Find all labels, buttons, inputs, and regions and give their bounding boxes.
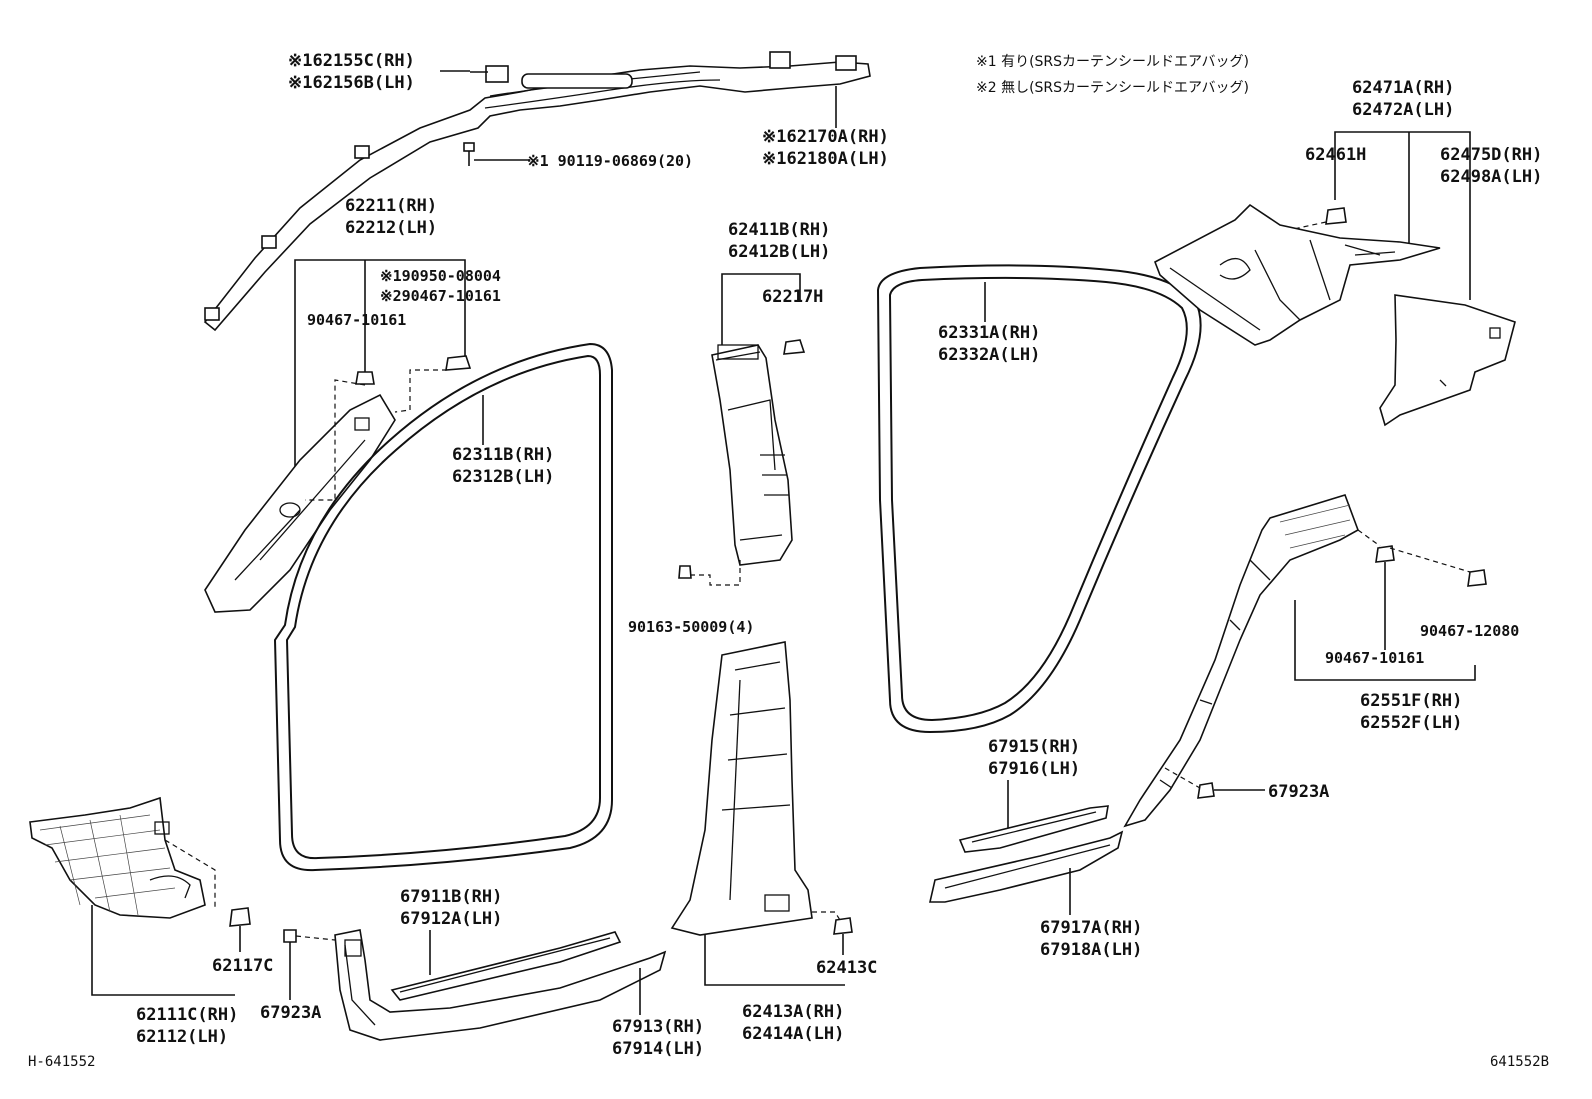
- label-62472a: 62472A(LH): [1352, 100, 1454, 120]
- curtain-shield-airbag[interactable]: [203, 51, 871, 332]
- label-67918a: 67918A(LH): [1040, 940, 1142, 960]
- label-90163-50009: 90163-50009(4): [628, 618, 754, 636]
- clip-67923a-front[interactable]: [283, 929, 297, 943]
- label-67917a: 67917A(RH): [1040, 918, 1142, 938]
- rear-door-scuff-garnish[interactable]: [928, 830, 1124, 903]
- bolt-90119[interactable]: [463, 142, 530, 166]
- clip-67923a-rear[interactable]: [1197, 782, 1215, 799]
- label-62412b: 62412B(LH): [728, 242, 830, 262]
- label-62311b: 62311B(RH): [452, 445, 554, 465]
- label-90467-12080: 90467-12080: [1420, 622, 1519, 640]
- label-62332a: 62332A(LH): [938, 345, 1040, 365]
- label-90467-10161: 90467-10161: [307, 311, 406, 329]
- label-62217h: 62217H: [762, 287, 823, 307]
- front-door-weatherstrip[interactable]: [273, 342, 613, 872]
- label-90467-10161-rear: 90467-10161: [1325, 649, 1424, 667]
- front-pillar-garnish[interactable]: [204, 393, 396, 613]
- label-62170a: ※162170A(RH): [762, 127, 889, 147]
- label-67923a-rear: 67923A: [1268, 782, 1329, 802]
- label-62211: 62211(RH): [345, 196, 437, 216]
- note-without-airbag: ※2 無し(SRSカーテンシールドエアバッグ): [976, 80, 1249, 96]
- label-90950-08004: ※190950-08004: [380, 267, 501, 285]
- clip-62461h[interactable]: [1325, 207, 1347, 225]
- label-67914: 67914(LH): [612, 1039, 704, 1059]
- rear-scuff-plate[interactable]: [958, 805, 1109, 853]
- clip-90467-10161-rear[interactable]: [1375, 545, 1395, 563]
- label-62312b: 62312B(LH): [452, 467, 554, 487]
- label-62413a: 62413A(RH): [742, 1002, 844, 1022]
- label-62498a: 62498A(LH): [1440, 167, 1542, 187]
- clip-62117c[interactable]: [229, 907, 251, 927]
- screw-90163[interactable]: [678, 565, 692, 579]
- label-62413c: 62413C: [816, 958, 877, 978]
- label-62112: 62112(LH): [136, 1027, 228, 1047]
- label-62180a: ※162180A(LH): [762, 149, 889, 169]
- front-scuff-plate[interactable]: [390, 931, 622, 1001]
- package-tray-side-trim[interactable]: [1153, 203, 1441, 346]
- label-67923a-front: 67923A: [260, 1003, 321, 1023]
- label-62411b: 62411B(RH): [728, 220, 830, 240]
- clip-90950-08004[interactable]: [445, 355, 472, 371]
- label-67916: 67916(LH): [988, 759, 1080, 779]
- clip-90467-12080[interactable]: [1467, 569, 1487, 587]
- label-90119-06869: ※1 90119-06869(20): [527, 152, 693, 170]
- center-pillar-upper-garnish[interactable]: [711, 344, 793, 566]
- label-90467-10161-alt: ※290467-10161: [380, 287, 501, 305]
- label-62414a: 62414A(LH): [742, 1024, 844, 1044]
- label-62111c: 62111C(RH): [136, 1005, 238, 1025]
- cowl-side-trim[interactable]: [29, 796, 206, 919]
- label-67912a: 67912A(LH): [400, 909, 502, 929]
- label-67913: 67913(RH): [612, 1017, 704, 1037]
- label-62331a: 62331A(RH): [938, 323, 1040, 343]
- front-door-scuff-garnish[interactable]: [334, 929, 667, 1041]
- label-62471a: 62471A(RH): [1352, 78, 1454, 98]
- clip-62217h[interactable]: [783, 339, 806, 355]
- note-with-airbag: ※1 有り(SRSカーテンシールドエアバッグ): [976, 54, 1249, 70]
- label-62155c: ※162155C(RH): [288, 51, 415, 71]
- center-pillar-lower-garnish[interactable]: [670, 641, 813, 936]
- rear-door-weatherstrip[interactable]: [876, 264, 1202, 734]
- diagram-code-right: 641552B: [1490, 1054, 1549, 1070]
- label-67915: 67915(RH): [988, 737, 1080, 757]
- label-62475d: 62475D(RH): [1440, 145, 1542, 165]
- rear-quarter-lower-trim[interactable]: [1123, 494, 1359, 828]
- clip-62413c[interactable]: [833, 917, 853, 935]
- label-67911b: 67911B(RH): [400, 887, 502, 907]
- clip-90467-10161[interactable]: [355, 371, 375, 385]
- diagram-code-left: H-641552: [28, 1054, 95, 1070]
- label-62551f: 62551F(RH): [1360, 691, 1462, 711]
- label-62461h: 62461H: [1305, 145, 1366, 165]
- label-62156b: ※162156B(LH): [288, 73, 415, 93]
- label-62552f: 62552F(LH): [1360, 713, 1462, 733]
- label-62117c: 62117C: [212, 956, 273, 976]
- quarter-panel-cover[interactable]: [1379, 294, 1516, 427]
- label-62212: 62212(LH): [345, 218, 437, 238]
